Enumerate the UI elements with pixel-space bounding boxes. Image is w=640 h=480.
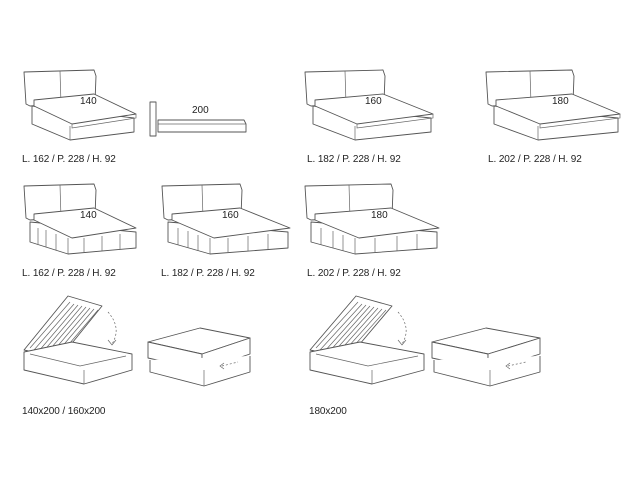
bed-140-row1-width-label: 140 — [80, 96, 97, 107]
bed-side-view: 200 — [148, 98, 254, 138]
storage-bed-closed-small — [146, 322, 254, 390]
bed-160-row1: 160 — [303, 66, 435, 146]
bed-side-view-drawing: 200 — [149, 101, 247, 137]
bed-160-row2-caption: L. 182 / P. 228 / H. 92 — [161, 268, 255, 279]
bed-160-row1-drawing: 160 — [304, 69, 434, 141]
storage-bed-closed-large — [430, 322, 544, 390]
bed-160-row1-caption: L. 182 / P. 228 / H. 92 — [307, 154, 401, 165]
bed-180-row1-drawing: 180 — [485, 69, 621, 141]
bed-180-row2-width-label: 180 — [371, 210, 388, 221]
storage-small-caption: 140x200 / 160x200 — [22, 406, 106, 417]
bed-140-row2-drawing: 140 — [23, 183, 137, 255]
storage-bed-open-large — [306, 292, 430, 388]
bed-140-row1-drawing: 140 — [23, 69, 137, 141]
bed-180-row1: 180 — [484, 66, 622, 146]
storage-large-caption: 180x200 — [309, 406, 347, 417]
storage-bed-closed-large-drawing — [431, 327, 541, 387]
storage-bed-open-large-drawing — [309, 295, 425, 385]
bed-140-row2: 140 — [22, 180, 140, 260]
bed-160-row2-drawing: 160 — [161, 183, 291, 255]
bed-140-row2-width-label: 140 — [80, 210, 97, 221]
storage-bed-closed-small-drawing — [147, 327, 251, 387]
bed-180-row1-caption: L. 202 / P. 228 / H. 92 — [488, 154, 582, 165]
bed-180-row2-caption: L. 202 / P. 228 / H. 92 — [307, 268, 401, 279]
bed-160-row2-width-label: 160 — [222, 210, 239, 221]
bed-side-view-length-label: 200 — [192, 105, 209, 116]
bed-160-row1-width-label: 160 — [365, 96, 382, 107]
bed-180-row2: 180 — [303, 180, 441, 260]
bed-140-row2-caption: L. 162 / P. 228 / H. 92 — [22, 268, 116, 279]
bed-140-row1-caption: L. 162 / P. 228 / H. 92 — [22, 154, 116, 165]
storage-bed-open-small — [20, 292, 138, 388]
bed-140-row1: 140 — [22, 66, 140, 146]
bed-180-row1-width-label: 180 — [552, 96, 569, 107]
bed-180-row2-drawing: 180 — [304, 183, 440, 255]
storage-bed-open-small-drawing — [23, 295, 133, 385]
bed-160-row2: 160 — [160, 180, 292, 260]
